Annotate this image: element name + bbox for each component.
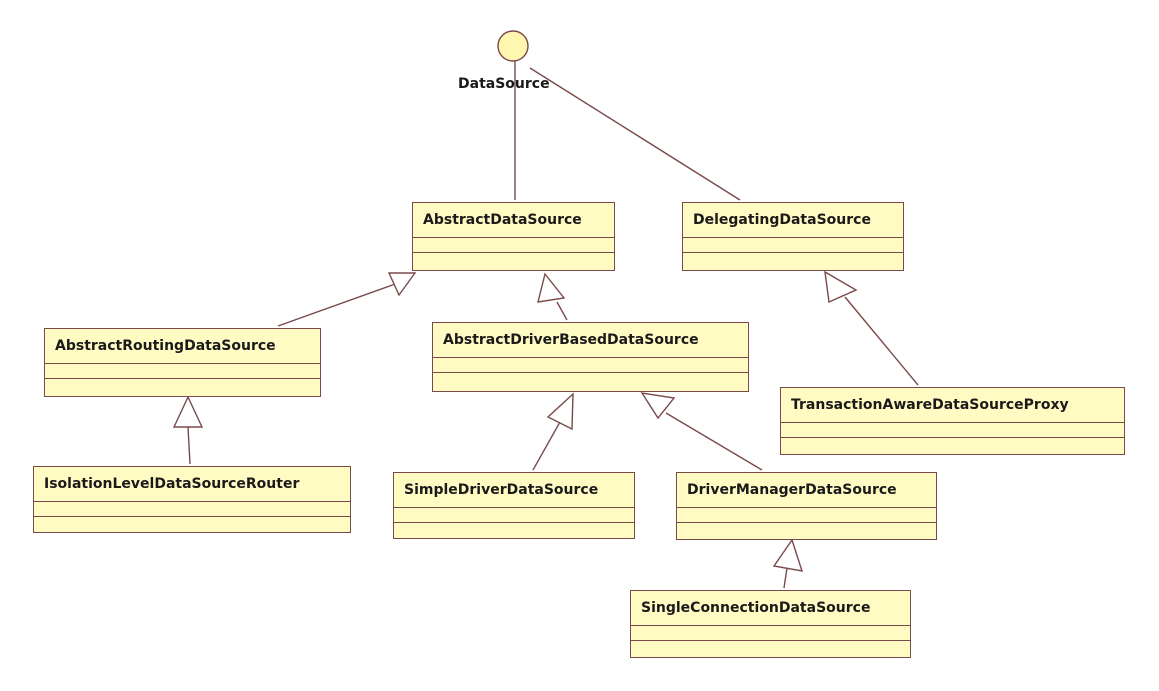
class-name: DriverManagerDataSource	[677, 473, 936, 508]
class-simple-driver-data-source[interactable]: SimpleDriverDataSource	[393, 472, 635, 539]
class-abstract-data-source[interactable]: AbstractDataSource	[412, 202, 615, 271]
realization-line-delegating-data-source	[529, 67, 741, 201]
class-attributes-compartment	[45, 364, 320, 379]
inheritance-line-router	[187, 426, 191, 465]
interface-lollipop-icon[interactable]	[497, 30, 529, 62]
inheritance-line-routing	[277, 282, 399, 327]
class-abstract-routing-data-source[interactable]: AbstractRoutingDataSource	[44, 328, 321, 397]
inheritance-line-driver-manager	[665, 412, 763, 471]
inheritance-line-proxy	[844, 296, 919, 386]
class-operations-compartment	[413, 253, 614, 270]
class-name: AbstractDataSource	[413, 203, 614, 238]
interface-label-datasource: DataSource	[458, 76, 550, 92]
inheritance-arrowhead-router	[172, 395, 204, 428]
class-name: DelegatingDataSource	[683, 203, 903, 238]
class-operations-compartment	[433, 373, 748, 391]
class-name: AbstractRoutingDataSource	[45, 329, 320, 364]
inheritance-arrowhead-routing	[387, 272, 417, 297]
class-name: AbstractDriverBasedDataSource	[433, 323, 748, 358]
class-attributes-compartment	[413, 238, 614, 253]
class-operations-compartment	[781, 438, 1124, 454]
class-attributes-compartment	[781, 423, 1124, 438]
inheritance-arrowhead-driver-based	[537, 272, 566, 303]
inheritance-line-driver-based	[556, 301, 568, 321]
class-attributes-compartment	[631, 626, 910, 641]
class-operations-compartment	[394, 523, 634, 538]
inheritance-arrowhead-single-connection	[772, 538, 804, 572]
inheritance-line-simple-driver	[532, 421, 561, 471]
class-name: SingleConnectionDataSource	[631, 591, 910, 626]
class-delegating-data-source[interactable]: DelegatingDataSource	[682, 202, 904, 271]
class-attributes-compartment	[34, 502, 350, 517]
class-operations-compartment	[631, 641, 910, 657]
class-attributes-compartment	[677, 508, 936, 523]
inheritance-arrowhead-simple-driver	[546, 392, 574, 431]
class-abstract-driver-based-data-source[interactable]: AbstractDriverBasedDataSource	[432, 322, 749, 392]
class-operations-compartment	[677, 523, 936, 539]
class-single-connection-data-source[interactable]: SingleConnectionDataSource	[630, 590, 911, 658]
inheritance-arrowhead-proxy	[824, 270, 858, 304]
class-name: TransactionAwareDataSourceProxy	[781, 388, 1124, 423]
class-attributes-compartment	[433, 358, 748, 373]
class-attributes-compartment	[683, 238, 903, 253]
class-name: SimpleDriverDataSource	[394, 473, 634, 508]
class-operations-compartment	[34, 517, 350, 532]
inheritance-line-single-connection	[783, 567, 788, 589]
class-operations-compartment	[45, 379, 320, 396]
class-transaction-aware-data-source-proxy[interactable]: TransactionAwareDataSourceProxy	[780, 387, 1125, 455]
class-name: IsolationLevelDataSourceRouter	[34, 467, 350, 502]
inheritance-arrowhead-driver-manager	[640, 392, 676, 420]
class-isolation-level-data-source-router[interactable]: IsolationLevelDataSourceRouter	[33, 466, 351, 533]
class-operations-compartment	[683, 253, 903, 270]
class-driver-manager-data-source[interactable]: DriverManagerDataSource	[676, 472, 937, 540]
class-attributes-compartment	[394, 508, 634, 523]
